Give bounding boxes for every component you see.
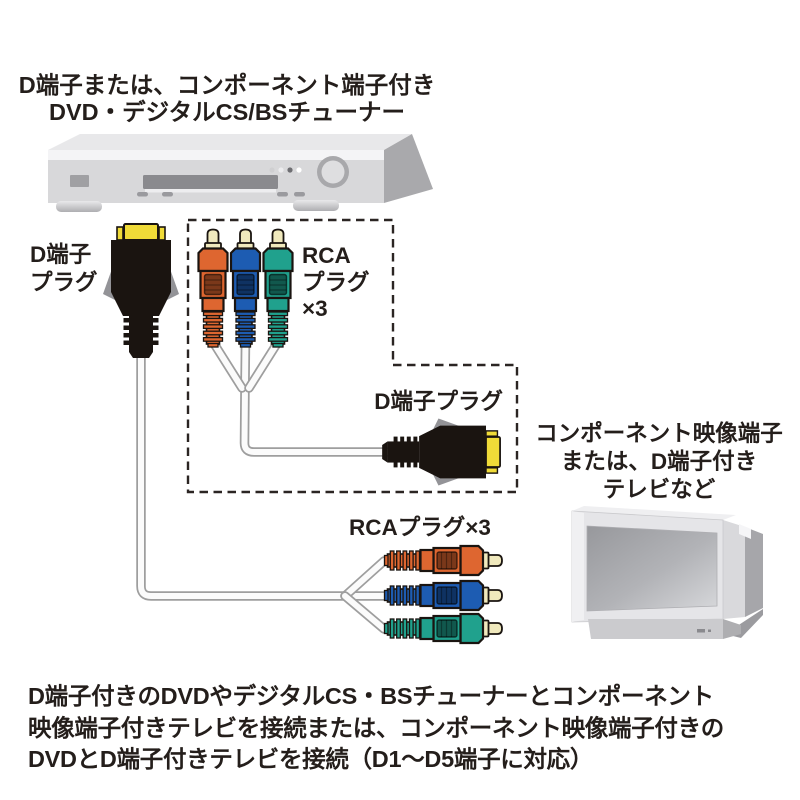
- dvd-tray-highlight: [145, 189, 276, 193]
- tv-top-face: [572, 506, 736, 520]
- d-plug-left-label-line2: プラグ: [30, 269, 98, 295]
- tv-illustration: [571, 506, 763, 639]
- header-line1: D端子または、コンポーネント端子付き: [19, 71, 435, 98]
- tv-label-line1: コンポーネント映像端子: [535, 420, 783, 446]
- dvd-display-window: [70, 175, 89, 187]
- d-terminal-plug-left: [102, 223, 180, 359]
- rca-plug-green-top: [262, 228, 294, 349]
- cable-bottom-green-branch: [340, 591, 389, 634]
- dvd-jog-knob-inner: [321, 160, 345, 184]
- header-line2: DVD・デジタルCS/BSチューナー: [49, 98, 405, 125]
- tv-side-vent: [739, 524, 751, 539]
- caption-line1: D端子付きのDVDやデジタルCS・BSチューナーとコンポーネント: [28, 682, 714, 709]
- dvd-indicator-dot: [269, 167, 275, 173]
- rca-row-label: RCAプラグ×3: [349, 514, 491, 540]
- dvd-player-illustration: [48, 134, 433, 212]
- rca-plug-blue-bottom: [383, 579, 504, 612]
- rca-box-label-line1: RCA: [302, 243, 351, 268]
- tv-label-line3: テレビなど: [603, 477, 716, 502]
- dvd-top-face: [48, 134, 412, 150]
- dvd-button: [277, 192, 288, 197]
- tv-frame-left-bevel: [572, 511, 584, 622]
- tv-back-face: [745, 527, 763, 617]
- tv-screen: [586, 525, 718, 612]
- tv-label-line2: または、D端子付き: [561, 449, 757, 474]
- d-plug-mid-label: D端子プラグ: [374, 388, 503, 414]
- dvd-button: [294, 192, 305, 197]
- dvd-disc-tray: [143, 175, 278, 189]
- dvd-indicator-dot: [287, 167, 293, 173]
- dvd-side-face: [384, 134, 433, 203]
- rca-plug-blue-top: [229, 228, 262, 349]
- dvd-front-strip: [48, 150, 384, 160]
- rca-box-label-line2: プラグ: [302, 269, 370, 295]
- tv-base: [588, 619, 723, 639]
- dvd-foot: [293, 200, 339, 211]
- rca-box-label-line3: ×3: [302, 296, 328, 321]
- caption-line2: 映像端子付きテレビを接続または、コンポーネント映像端子付きの: [28, 714, 724, 741]
- cable-bottom-orange-branch: [340, 556, 389, 601]
- dvd-indicator-dot: [296, 167, 302, 173]
- dvd-indicator-dot: [278, 167, 284, 173]
- cable-top-orange-branch: [208, 337, 247, 393]
- tv-base-button: [697, 629, 705, 633]
- cable-left-stem: [136, 345, 389, 601]
- tv-base-right: [723, 619, 741, 639]
- dvd-foot: [56, 201, 102, 212]
- dashed-region-outline: [186, 218, 519, 494]
- dvd-button: [162, 192, 173, 197]
- cable-top-green-branch: [244, 337, 283, 393]
- tv-base-button: [708, 629, 711, 632]
- rca-plug-orange-top: [197, 228, 229, 349]
- rca-plug-orange-bottom: [383, 544, 504, 577]
- rca-plug-green-bottom: [383, 612, 504, 645]
- cables: [136, 335, 395, 634]
- tv-side-bevel: [723, 520, 745, 619]
- cable-top-stem: [239, 335, 395, 457]
- caption-line3: DVDとD端子付きテレビを接続（D1～D5端子に対応）: [28, 745, 593, 772]
- d-terminal-plug-mid: [381, 417, 501, 487]
- d-plug-left-label-line1: D端子: [30, 242, 91, 267]
- dvd-button: [137, 192, 148, 197]
